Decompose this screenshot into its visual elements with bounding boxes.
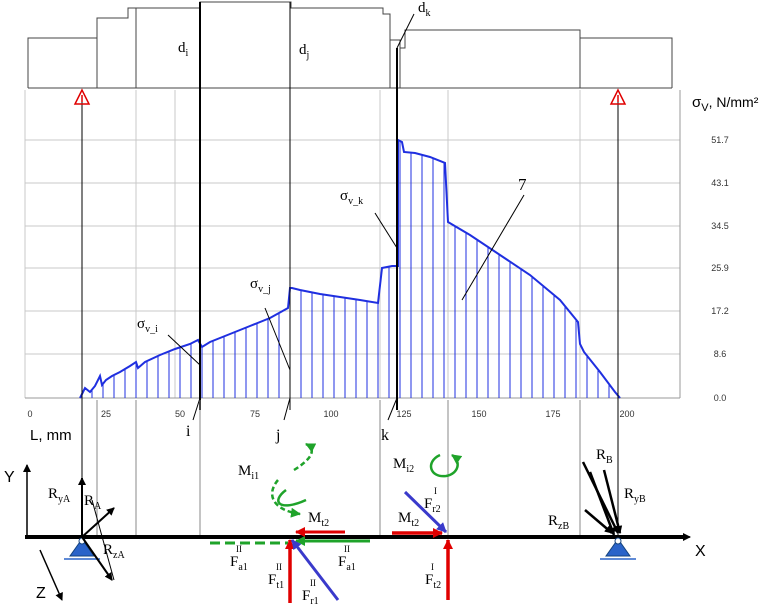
force-fr2-label: Fr2I (424, 486, 441, 515)
reaction-rA-label: RA (84, 493, 102, 512)
x-axis-label: X (695, 543, 706, 560)
length-axis-label: L, mm (30, 427, 72, 444)
support-a-top-icon (73, 88, 91, 105)
length-tick-label: 175 (545, 409, 560, 419)
stress-tick-labels: 51.7 43.1 34.5 25.9 17.2 8.6 0.0 (711, 135, 729, 403)
y-axis-label: Y (4, 469, 15, 486)
reaction-ryB-label: RyB (624, 486, 646, 505)
label-dk: dk (418, 0, 431, 19)
support-b-top-icon (609, 88, 627, 105)
reaction-rzA-label: RzA (103, 542, 125, 561)
stress-hatching (91, 141, 610, 398)
length-tick-label: 125 (396, 409, 411, 419)
stress-tick-label: 8.6 (714, 349, 727, 359)
i-leader (192, 397, 201, 421)
curve-number-label: 7 (518, 175, 527, 194)
force-fa1-right-label: Fa1II (338, 544, 356, 573)
force-ft2-label: Ft2I (425, 562, 441, 591)
stress-tick-label: 34.5 (711, 221, 729, 231)
label-dj: dj (299, 42, 309, 61)
j-leader (283, 397, 291, 421)
stress-label-vj-leader (264, 307, 291, 371)
stress-axis-title: σV, N/mm² (692, 94, 759, 114)
dk-leader (396, 13, 415, 49)
reaction-ryA-label: RyA (48, 486, 71, 505)
moment-mi2-icon (429, 453, 463, 478)
stress-tick-label: 25.9 (711, 263, 729, 273)
stress-curve-line (79, 138, 621, 399)
stress-label-vk-leader (374, 212, 398, 249)
label-di: di (178, 40, 189, 59)
force-mt2-label-b: Mt2 (398, 510, 419, 529)
chart-grid (24, 90, 681, 398)
section-label-k: k (381, 427, 389, 444)
stress-tick-label: 51.7 (711, 135, 729, 145)
section-lines (81, 2, 619, 535)
length-tick-label: 150 (471, 409, 486, 419)
stress-label-vk: σv_k (340, 188, 363, 207)
force-mt2-label-a: Mt2 (308, 510, 329, 529)
support-b-bottom-icon (600, 537, 636, 560)
force-ft1-label: Ft1II (268, 562, 284, 591)
stress-tick-label: 17.2 (711, 306, 729, 316)
reaction-rB-label: RB (596, 447, 613, 466)
z-axis-label: Z (36, 585, 46, 602)
force-fr1-arrow (290, 539, 340, 601)
force-fr1-label: Fr1II (302, 578, 319, 607)
stress-tick-label: 43.1 (711, 178, 729, 188)
length-tick-label: 75 (250, 409, 260, 419)
length-tick-labels: 0 25 50 75 100 125 150 175 200 (27, 409, 634, 419)
curve-number-leader (461, 194, 525, 301)
section-label-j: j (275, 427, 280, 444)
stress-label-vi-leader (167, 334, 201, 366)
length-tick-label: 100 (323, 409, 338, 419)
moment-mi1-label: Mi1 (238, 463, 259, 482)
z-axis-arrow-line (39, 549, 63, 601)
stress-label-vj: σv_j (250, 276, 271, 295)
length-tick-label: 200 (619, 409, 634, 419)
length-tick-label: 25 (101, 409, 111, 419)
k-leader (387, 397, 398, 421)
shaft-outline (27, 1, 673, 89)
reaction-b-arrows (581, 461, 623, 536)
reaction-a-arrows (78, 477, 115, 581)
stress-tick-label: 0.0 (714, 393, 727, 403)
length-tick-label: 50 (175, 409, 185, 419)
moment-mi1-solid (277, 489, 307, 507)
length-tick-label: 0 (27, 409, 32, 419)
section-label-i: i (186, 423, 191, 440)
force-fr2-arrow (403, 490, 448, 534)
stress-label-vi: σv_i (137, 316, 158, 335)
moment-mi2-label: Mi2 (393, 456, 414, 475)
moment-mi1-icon (271, 442, 317, 518)
reaction-rzB-label: RzB (548, 513, 569, 532)
force-fa1-left-label: Fa1II (230, 544, 248, 573)
